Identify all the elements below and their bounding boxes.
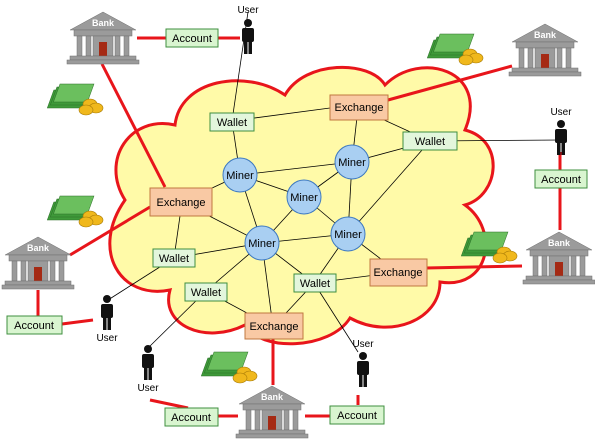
exchange-box: Exchange bbox=[329, 94, 389, 121]
wallet-rect bbox=[293, 273, 337, 293]
bank-label: Bank bbox=[27, 243, 50, 253]
bank-icon: Bank bbox=[522, 231, 595, 285]
account-label: Account bbox=[171, 412, 211, 424]
bank-icon: Bank bbox=[1, 236, 75, 290]
miner-circle bbox=[286, 179, 322, 215]
user-node: User bbox=[237, 5, 259, 54]
wallet-label: Wallet bbox=[191, 287, 221, 299]
person-icon bbox=[142, 345, 154, 380]
wallet-label: Wallet bbox=[300, 278, 330, 290]
exchange-box: Exchange bbox=[369, 258, 428, 287]
miner-label: Miner bbox=[338, 157, 366, 169]
link-bank-r-exchange bbox=[425, 264, 523, 270]
miner-node: Miner bbox=[222, 157, 258, 193]
user-label: User bbox=[237, 5, 259, 16]
wallet-box: Wallet bbox=[293, 273, 337, 293]
person-icon bbox=[357, 352, 369, 387]
link-account-user-l bbox=[61, 318, 94, 326]
miner-node: Miner bbox=[334, 144, 370, 180]
banknotes-coins-icon bbox=[200, 351, 258, 384]
exchange-rect bbox=[329, 94, 389, 121]
wallet-box: Wallet bbox=[209, 112, 255, 132]
bank-icon: Bank bbox=[66, 11, 140, 65]
exchange-rect bbox=[149, 187, 213, 217]
banknotes-coins-icon bbox=[426, 33, 484, 66]
user-node: User bbox=[137, 345, 159, 394]
wallet-box: Wallet bbox=[152, 248, 196, 268]
wallet-rect bbox=[209, 112, 255, 132]
account-rect bbox=[164, 407, 219, 427]
miner-node: Miner bbox=[286, 179, 322, 215]
miner-label: Miner bbox=[248, 238, 276, 250]
wallet-rect bbox=[152, 248, 196, 268]
link bbox=[313, 282, 359, 353]
exchange-label: Exchange bbox=[250, 321, 299, 333]
bank-label: Bank bbox=[261, 392, 284, 402]
exchange-box: Exchange bbox=[244, 312, 304, 340]
red-links bbox=[36, 36, 562, 418]
account-box: Account bbox=[165, 28, 219, 48]
exchange-rect bbox=[244, 312, 304, 340]
wallet-box: Wallet bbox=[184, 282, 228, 302]
banknotes-coins-icon bbox=[46, 195, 104, 228]
account-label: Account bbox=[337, 410, 377, 422]
account-rect bbox=[165, 28, 219, 48]
user-label: User bbox=[352, 339, 374, 350]
banknotes-coins-icon bbox=[46, 83, 104, 116]
account-box: Account bbox=[534, 169, 588, 189]
link-user-bl-account bbox=[149, 398, 189, 410]
bank-label: Bank bbox=[534, 30, 557, 40]
person-icon bbox=[101, 295, 113, 330]
account-rect bbox=[329, 405, 385, 425]
person-icon bbox=[555, 120, 567, 155]
link bbox=[239, 161, 353, 176]
wallet-label: Wallet bbox=[217, 117, 247, 129]
account-box: Account bbox=[329, 405, 385, 425]
exchange-label: Exchange bbox=[335, 102, 384, 114]
account-label: Account bbox=[172, 33, 212, 45]
link-bank-l-exchange bbox=[69, 205, 151, 257]
link-bank-tl-exchange bbox=[100, 63, 167, 188]
wallet-rect bbox=[184, 282, 228, 302]
account-label: Account bbox=[541, 174, 581, 186]
account-box: Account bbox=[6, 315, 63, 335]
account-box: Account bbox=[164, 407, 219, 427]
exchange-box: Exchange bbox=[149, 187, 213, 217]
link bbox=[347, 140, 431, 235]
account-rect bbox=[534, 169, 588, 189]
user-node: User bbox=[550, 107, 572, 155]
exchange-label: Exchange bbox=[157, 197, 206, 209]
user-label: User bbox=[96, 333, 118, 344]
wallet-rect bbox=[402, 131, 458, 151]
miner-circle bbox=[334, 144, 370, 180]
bank-label: Bank bbox=[548, 238, 571, 248]
miner-label: Miner bbox=[334, 229, 362, 241]
miner-circle bbox=[330, 216, 366, 252]
user-label: User bbox=[550, 107, 572, 118]
miner-circle bbox=[244, 225, 280, 261]
user-label: User bbox=[137, 383, 159, 394]
wallet-label: Wallet bbox=[415, 136, 445, 148]
user-node: User bbox=[96, 295, 118, 344]
miner-circle bbox=[222, 157, 258, 193]
person-icon bbox=[242, 19, 254, 54]
exchange-rect bbox=[369, 258, 428, 287]
account-label: Account bbox=[14, 320, 54, 332]
account-rect bbox=[6, 315, 63, 335]
miner-label: Miner bbox=[226, 170, 254, 182]
bank-icon: Bank bbox=[508, 23, 582, 77]
user-node: User bbox=[352, 339, 374, 387]
wallet-box: Wallet bbox=[402, 131, 458, 151]
link-bank-tr-exchange bbox=[387, 64, 513, 102]
bank-label: Bank bbox=[92, 18, 115, 28]
wallet-label: Wallet bbox=[159, 253, 189, 265]
bank-icon: Bank bbox=[235, 385, 309, 439]
exchange-label: Exchange bbox=[374, 267, 423, 279]
miner-node: Miner bbox=[244, 225, 280, 261]
miner-label: Miner bbox=[290, 192, 318, 204]
miner-node: Miner bbox=[330, 216, 366, 252]
